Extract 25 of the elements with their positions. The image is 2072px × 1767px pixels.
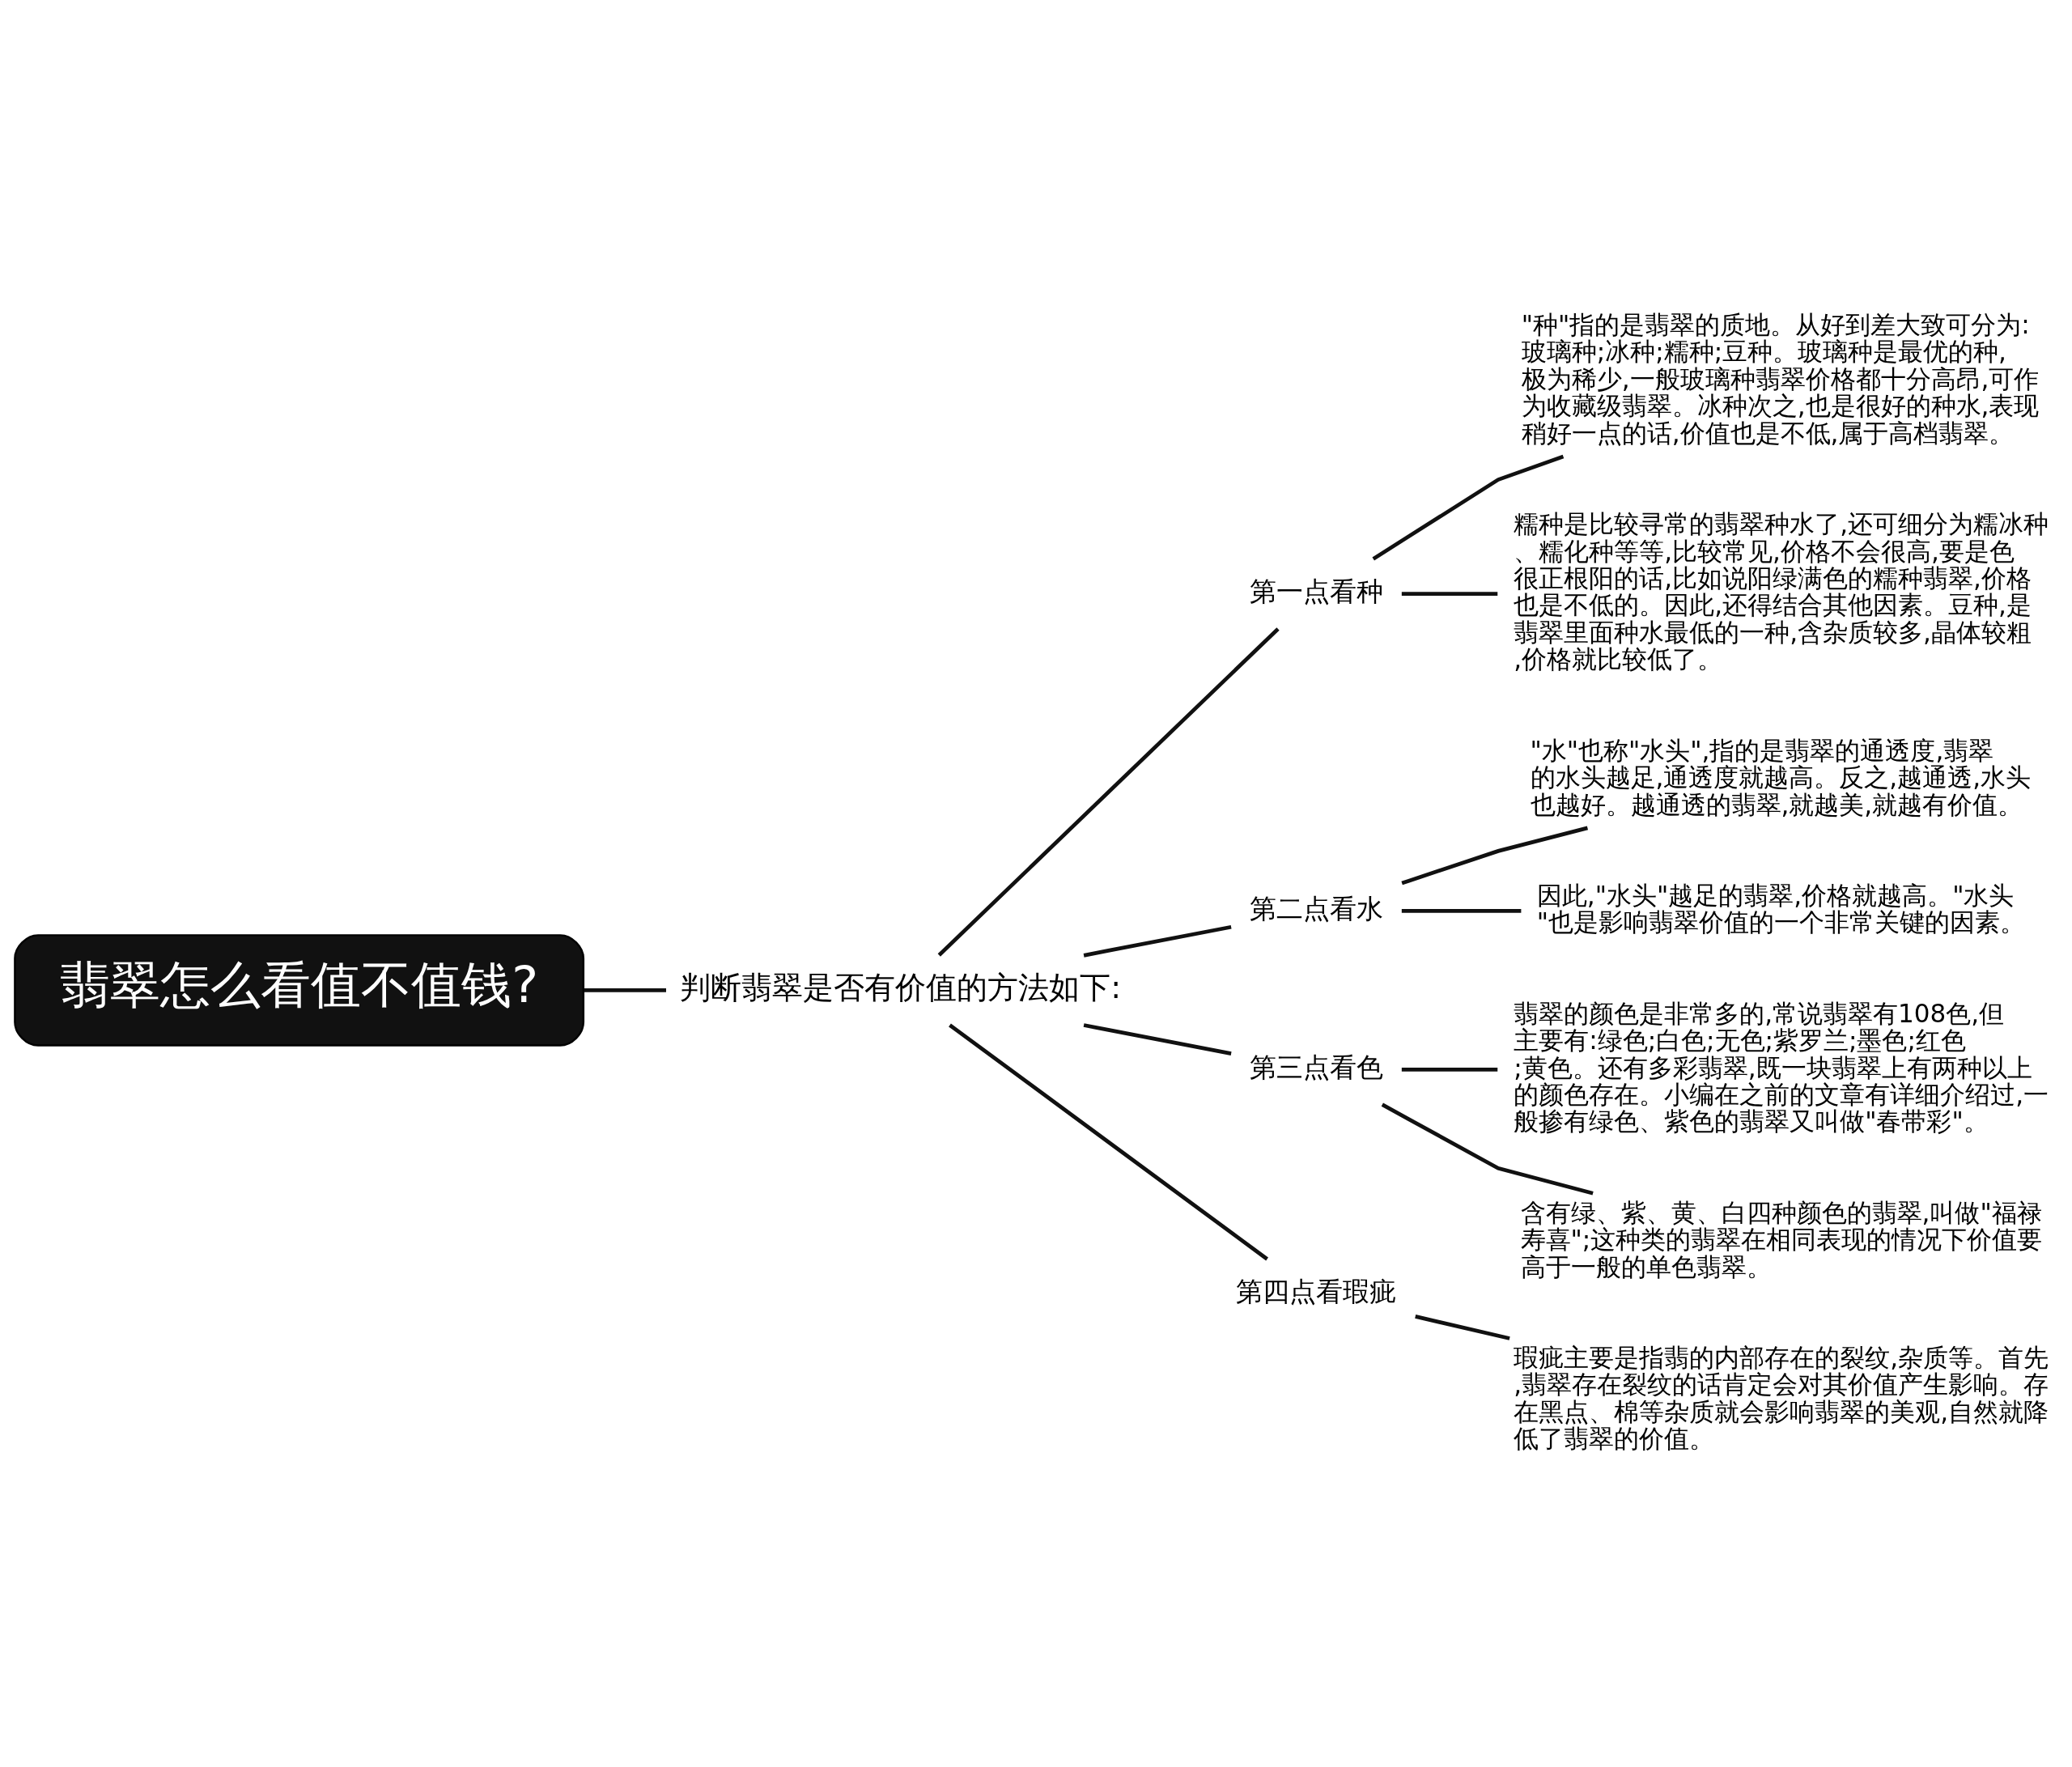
node-text: 第三点看色 <box>1249 1051 1383 1083</box>
node-box: 翡翠怎么看值不值钱? <box>14 933 585 1047</box>
connector <box>1372 454 1565 561</box>
node-text: 第四点看瑕疵 <box>1236 1275 1397 1307</box>
node-text: 判断翡翠是否有价值的方法如下: <box>680 969 1122 1005</box>
connector <box>1381 1102 1594 1196</box>
connector <box>1401 1067 1498 1072</box>
connector <box>949 1023 1268 1260</box>
connector <box>937 627 1280 957</box>
connector <box>1083 1022 1232 1056</box>
node-text: "水"也称"水头",指的是翡翠的通透度,翡翠的水头越足,通透度就越高。反之,越通透,水头也越好。越通透的翡翠,就越美,就越有价值。 <box>1530 735 2032 819</box>
connector <box>584 988 666 992</box>
connector <box>1415 1314 1510 1340</box>
node-text: 因此,"水头"越足的翡翠,价格就越高。"水头"也是影响翡翠价值的一个非常关键的因素。 <box>1536 880 2026 937</box>
node-text: 翡翠的颜色是非常多的,常说翡翠有108色,但主要有:绿色;白色;无色;紫罗兰;墨色;红色;黄色。还有多彩翡翠,既一块翡翠上有两种以上的颜色存在。小编在之前的文章有详细介绍过,一般掺有绿色、紫色的翡翠又叫做"春带彩"。 <box>1514 998 2049 1136</box>
node-text: "种"指的是翡翠的质地。从好到差大致可分为:玻璃种;冰种;糯种;豆种。玻璃种是最优的种,极为稀少,一般玻璃种翡翠价格都十分高昂,可作为收藏级翡翠。冰种次之,也是很好的种水,表现稍好一点的话,价值也是不低,属于高档翡翠。 <box>1521 309 2040 448</box>
node-text: 糯种是比较寻常的翡翠种水了,还可细分为糯冰种、糯化种等等,比较常见,价格不会很高,要是色很正根阳的话,比如说阳绿满色的糯种翡翠,价格也是不低的。因此,还得结合其他因素。豆种,是翡翠里面种水最低的一种,含杂质较多,晶体较粗,价格就比较低了。 <box>1514 508 2049 673</box>
connector <box>1083 924 1232 958</box>
connector <box>1401 908 1522 913</box>
node-text: 第一点看种 <box>1249 575 1383 607</box>
node-text: 第二点看水 <box>1249 892 1383 924</box>
node-text: 含有绿、紫、黄、白四种颜色的翡翠,叫做"福禄寿喜";这种类的翡翠在相同表现的情况下价值要高于一般的单色翡翠。 <box>1520 1197 2043 1281</box>
connector <box>1401 591 1498 596</box>
node-text: 瑕疵主要是指翡的内部存在的裂纹,杂质等。首先,翡翠存在裂纹的话肯定会对其价值产生影响。存在黑点、棉等杂质就会影响翡翠的美观,自然就降低了翡翠的价值。 <box>1514 1342 2049 1453</box>
connector <box>1401 826 1589 885</box>
